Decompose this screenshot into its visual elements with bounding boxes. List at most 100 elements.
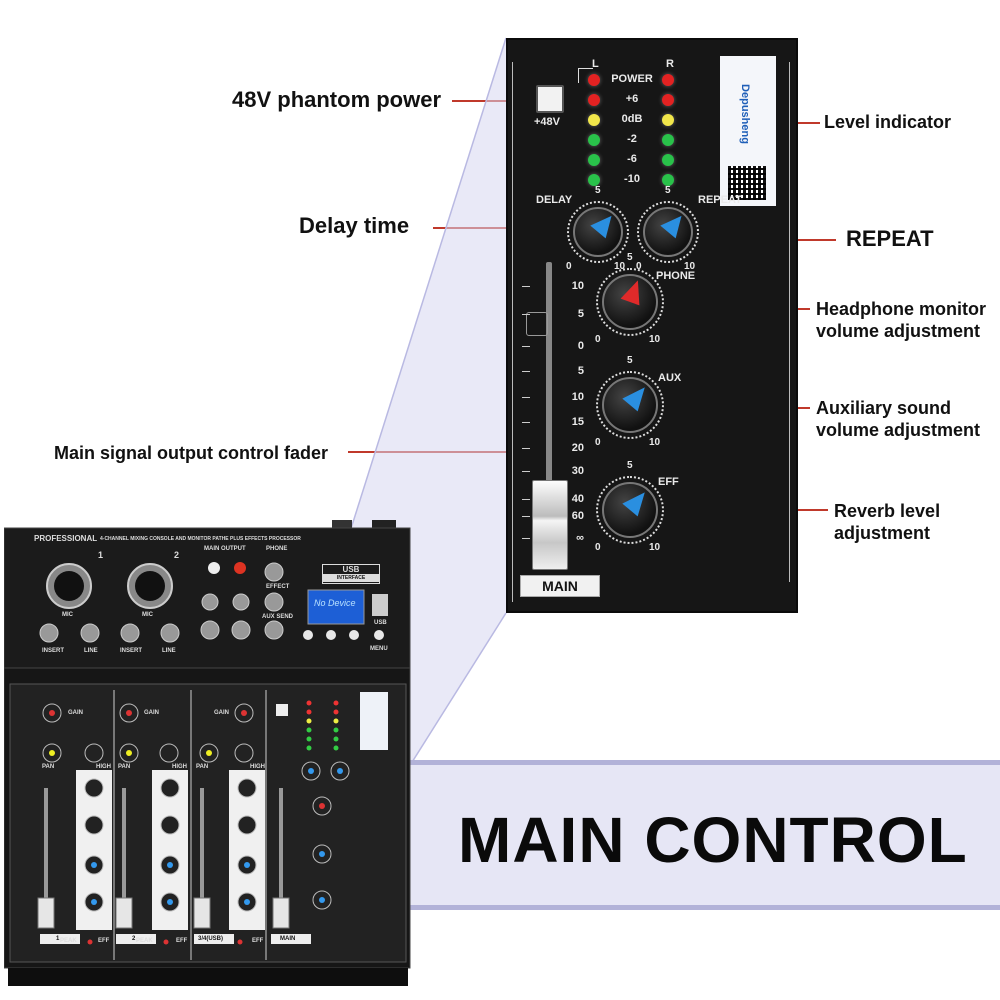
mixer-brand: PROFESSIONAL xyxy=(34,534,98,543)
fader-scale-mark-1: 5 xyxy=(577,308,584,320)
fader-scale-mark-3: 5 xyxy=(577,365,584,377)
spec-sticker: Depusheng xyxy=(720,56,776,206)
meter-label-0: POWER xyxy=(611,73,653,85)
callout-fader: Main signal output control fader xyxy=(54,443,328,463)
eff-knob-label: EFF xyxy=(658,476,679,488)
mixer-ch1-label: 1 xyxy=(98,550,104,560)
meter-label-2: 0dB xyxy=(621,113,643,125)
callout-headphone-line1: Headphone monitor xyxy=(816,299,986,319)
fader-tick-7 xyxy=(522,471,530,472)
main-fader-knob[interactable] xyxy=(532,480,568,570)
meter-right-label: R xyxy=(666,58,674,70)
phone-knob-ring xyxy=(596,268,664,336)
strip-label-main: MAIN xyxy=(280,936,296,942)
aux-knob[interactable] xyxy=(596,371,664,439)
fader-tick-9 xyxy=(522,516,530,517)
callout-aux-line2: volume adjustment xyxy=(816,420,981,440)
pan-label-3: PAN xyxy=(196,764,209,770)
mixer-effect-label: EFFECT xyxy=(266,584,290,590)
delay-knob-label: DELAY xyxy=(536,194,573,206)
mixer-aux-send-label: AUX SEND xyxy=(262,614,294,620)
callout-delay-time: Delay time xyxy=(299,213,410,238)
fader-tick-8 xyxy=(522,499,530,500)
eff-knob-ring xyxy=(596,476,664,544)
callout-repeat: REPEAT xyxy=(846,226,934,251)
meter-led-right-3 xyxy=(662,134,674,146)
fader-tick-4 xyxy=(522,397,530,398)
repeat-knob-scale-2: 10 xyxy=(684,261,696,272)
fader-scale-mark-6: 20 xyxy=(571,442,584,454)
aux-knob-label: AUX xyxy=(658,372,682,384)
usb-display-text: No Device xyxy=(314,598,356,608)
delay-knob-scale-2: 10 xyxy=(614,261,626,272)
usb-interface-title: USB xyxy=(342,565,360,574)
mixer-line-label-2: LINE xyxy=(162,648,176,654)
mixer-mic-label-1: MIC xyxy=(62,612,73,618)
peak-label-2: PEAK xyxy=(136,938,153,944)
eff-knob-scale-1: 0 xyxy=(595,542,601,553)
fader-tick-1 xyxy=(522,314,530,315)
fader-tick-3 xyxy=(522,371,530,372)
eff-knob[interactable] xyxy=(596,476,664,544)
meter-led-left-0 xyxy=(588,74,600,86)
repeat-knob-ring xyxy=(637,201,699,263)
strip-label-1: 1 xyxy=(56,936,60,942)
delay-knob-scale-0: 5 xyxy=(595,185,601,196)
fader-scale-mark-2: 0 xyxy=(577,340,584,352)
phone-knob[interactable] xyxy=(596,268,664,336)
phone-knob-label: PHONE xyxy=(656,270,696,282)
fader-scale-mark-4: 10 xyxy=(571,391,584,403)
fader-label-box: MAIN xyxy=(520,575,600,597)
gain-label-3: GAIN xyxy=(214,710,229,716)
gain-label-2: GAIN xyxy=(144,710,159,716)
callout-reverb-line1: Reverb level xyxy=(834,501,941,521)
fader-scale-mark-0: 10 xyxy=(571,280,584,292)
delay-knob[interactable] xyxy=(567,201,629,263)
usb-interface-sub: INTERFACE xyxy=(323,574,379,582)
meter-label-1: +6 xyxy=(625,93,639,105)
callout-headphone-line2: volume adjustment xyxy=(816,321,981,341)
fader-scale-mark-7: 30 xyxy=(571,465,584,477)
mixer-body xyxy=(4,520,411,986)
fader-scale-mark-9: 60 xyxy=(571,510,584,522)
meter-led-left-2 xyxy=(588,114,600,126)
usb-port-label: USB xyxy=(374,620,387,626)
aux-knob-scale-2: 10 xyxy=(649,437,661,448)
eff-label-2: EFF xyxy=(176,938,188,944)
high-label-3: HIGH xyxy=(250,764,265,770)
fader-tick-5 xyxy=(522,422,530,423)
panel-edge-line-left xyxy=(512,62,513,602)
meter-left-label: L xyxy=(592,58,599,70)
menu-label: MENU xyxy=(370,646,388,652)
repeat-knob[interactable] xyxy=(637,201,699,263)
delay-knob-ring xyxy=(567,201,629,263)
meter-led-right-5 xyxy=(662,174,674,186)
high-label-1: HIGH xyxy=(96,764,111,770)
pan-label-1: PAN xyxy=(42,764,55,770)
high-label-2: HIGH xyxy=(172,764,187,770)
panel-edge-line xyxy=(789,62,790,582)
meter-led-left-5 xyxy=(588,174,600,186)
mixer-phone-label: PHONE xyxy=(266,546,288,552)
aux-knob-scale-1: 0 xyxy=(595,437,601,448)
eff-knob-scale-2: 10 xyxy=(649,542,661,553)
meter-led-left-3 xyxy=(588,134,600,146)
fader-scale-mark-8: 40 xyxy=(571,493,584,505)
callout-phantom-power: 48V phantom power xyxy=(232,87,442,112)
callout-level-indicator: Level indicator xyxy=(824,112,952,132)
meter-led-right-1 xyxy=(662,94,674,106)
meter-label-5: -10 xyxy=(624,173,640,185)
phone-knob-scale-0: 5 xyxy=(627,252,633,263)
aux-knob-scale-0: 5 xyxy=(627,355,633,366)
mixer-insert-label-2: INSERT xyxy=(120,648,143,654)
callout-aux-line1: Auxiliary sound xyxy=(816,398,952,418)
eff-label-3: EFF xyxy=(252,938,264,944)
callout-reverb-line2: adjustment xyxy=(834,523,931,543)
phantom-power-label: +48V xyxy=(534,116,560,128)
phone-knob-scale-1: 0 xyxy=(595,334,601,345)
strip-label-3: 3/4(USB) xyxy=(198,936,224,942)
eff-label-1: EFF xyxy=(98,938,110,944)
phantom-power-button[interactable] xyxy=(536,85,564,113)
lr-bracket xyxy=(578,68,593,83)
